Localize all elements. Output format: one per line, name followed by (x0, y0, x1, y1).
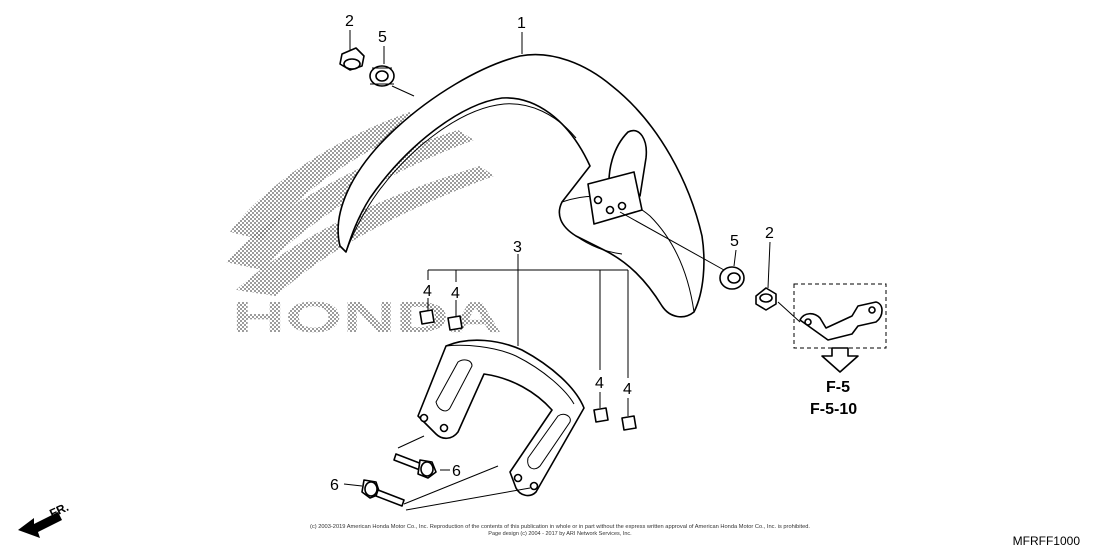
clip-nut-part-b[interactable] (447, 315, 463, 331)
clip-nut-part-a[interactable] (419, 309, 435, 325)
front-direction-arrow-icon (18, 512, 62, 538)
callout-part2-right: 2 (765, 225, 774, 242)
grommet-part-top[interactable] (369, 65, 395, 87)
callout-part3: 3 (513, 239, 522, 256)
reference-label-f5-10: F-5-10 (810, 401, 857, 418)
callout-part5-top: 5 (378, 29, 387, 46)
clip-nut-part-d[interactable] (621, 415, 637, 431)
callout-part6-b: 6 (330, 477, 339, 494)
callout-part2-top: 2 (345, 13, 354, 30)
callout-part5-right: 5 (730, 233, 739, 250)
leader-lines (343, 30, 801, 511)
flange-bolt-part-b[interactable] (361, 479, 405, 507)
diagram-code: MFRFF1000 (1013, 534, 1081, 548)
callout-part4-d: 4 (623, 381, 632, 398)
honda-wordmark-watermark: HONDA (232, 293, 502, 342)
reference-bracket-box (793, 283, 887, 349)
flange-bolt-part-a[interactable] (393, 453, 437, 479)
copyright-line-1: (c) 2003-2019 American Honda Motor Co., … (310, 524, 810, 530)
callout-part4-a: 4 (423, 283, 432, 300)
honda-wing-logo-watermark: HONDA (226, 112, 502, 342)
front-fender-part[interactable] (337, 53, 705, 318)
callout-part4-c: 4 (595, 375, 604, 392)
fender-brace-part[interactable] (417, 339, 585, 497)
reference-label-f5: F-5 (826, 379, 850, 396)
reference-arrow-icon (821, 347, 859, 373)
collar-part-top[interactable] (339, 47, 365, 71)
copyright-line-2: Page design (c) 2004 - 2017 by ARI Netwo… (488, 531, 632, 537)
clip-nut-part-c[interactable] (593, 407, 609, 423)
collar-part-right[interactable] (755, 287, 777, 311)
callout-part6-a: 6 (452, 463, 461, 480)
direction-label: FR. (47, 500, 70, 521)
callout-part1: 1 (517, 15, 526, 32)
callout-part4-b: 4 (451, 285, 460, 302)
grommet-part-right[interactable] (719, 266, 745, 290)
